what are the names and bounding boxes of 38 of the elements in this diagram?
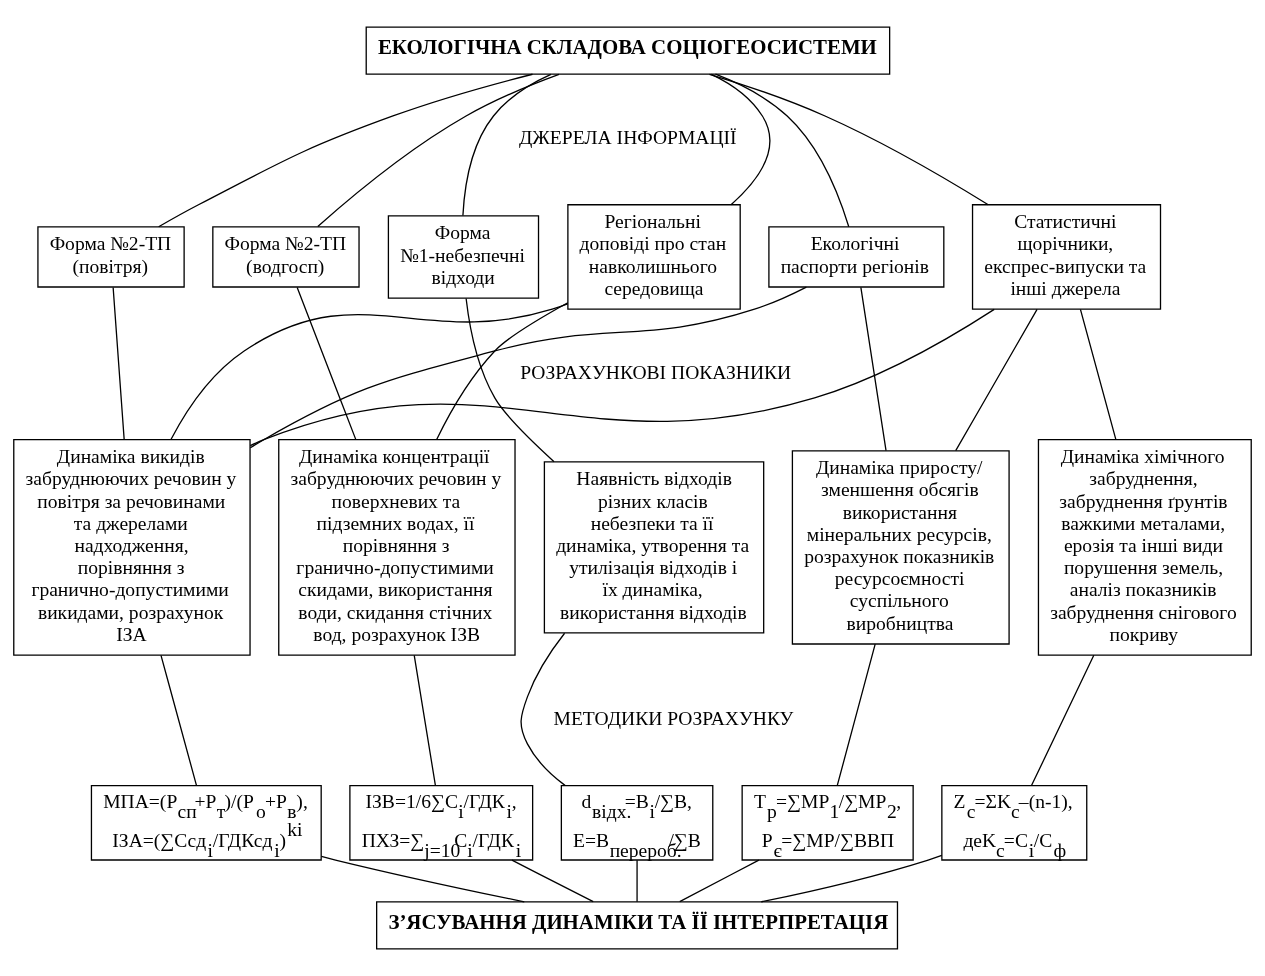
connector bbox=[436, 302, 569, 440]
node-box: Динаміка викидів забруднюючих речовин у повітря за речовинами та джерелами надходження, порівняння з гранично-допустимими викидами, розрахунок ІЗА bbox=[13, 439, 251, 656]
connector bbox=[249, 286, 808, 449]
connector bbox=[170, 303, 569, 440]
connector bbox=[112, 286, 125, 441]
label: ДЖЕРЕЛА ІНФОРМАЦІЇ bbox=[518, 127, 737, 149]
connector bbox=[708, 73, 989, 206]
node-box: Динаміка хімічного забруднення, забруднення ґрунтів важкими металами, ерозія та інші види порушення земель, аналіз показників забруднення снігового покриву bbox=[1037, 439, 1252, 656]
node-box: Динаміка приросту/ зменшення обсягів використання мінеральних ресурсів, розрахунок показників ресурсоємності суспільного виробництва bbox=[791, 450, 1010, 645]
connector bbox=[860, 286, 887, 452]
node-box: Регіональні доповіді про стан навколишнього середовища bbox=[567, 204, 741, 310]
node-box: Екологічні паспорти регіонів bbox=[768, 226, 945, 288]
connector bbox=[462, 73, 552, 217]
node-box: Форма №2-ТП (повітря) bbox=[37, 226, 185, 288]
connector bbox=[413, 654, 437, 786]
node-box: З’ЯСУВАННЯ ДИНАМІКИ ТА ЇЇ ІНТЕРПРЕТАЦІЯ bbox=[376, 901, 899, 950]
node-box: Статистичні щорічники, експрес-випуски та інші джерела bbox=[971, 204, 1162, 310]
connector bbox=[160, 654, 198, 786]
node-box: Динаміка концентрації забруднюючих речовин у поверхневих та підземних водах, її порівняння з гранично-допустимими скидами, використання води, скидання стічних вод, розрахунок ІЗВ bbox=[278, 439, 516, 656]
connector bbox=[1079, 308, 1117, 441]
node-box: Форма №1-небезпечні відходи bbox=[387, 215, 540, 299]
connector bbox=[636, 859, 638, 903]
connector bbox=[317, 73, 560, 228]
connector bbox=[955, 308, 1038, 452]
node-box: ЕКОЛОГІЧНА СКЛАДОВА СОЦІОГЕОСИСТЕМИ bbox=[365, 26, 891, 75]
connector bbox=[1030, 654, 1095, 786]
connector bbox=[679, 859, 760, 903]
connector bbox=[836, 643, 876, 787]
connector bbox=[465, 297, 555, 463]
label: МЕТОДИКИ РОЗРАХУНКУ bbox=[553, 707, 794, 729]
connector bbox=[520, 632, 566, 787]
node-box: Форма №2-ТП (водгосп) bbox=[212, 226, 360, 288]
label: РОЗРАХУНКОВІ ПОКАЗНИКИ bbox=[520, 362, 792, 384]
connector bbox=[511, 859, 594, 903]
connector bbox=[714, 73, 850, 228]
node-box: Наявність відходів різних класів небезпеки та її динаміка, утворення та утилізація відходів і їх динаміка, використання відходів bbox=[543, 461, 765, 634]
connector bbox=[296, 286, 357, 441]
connector bbox=[249, 308, 995, 447]
